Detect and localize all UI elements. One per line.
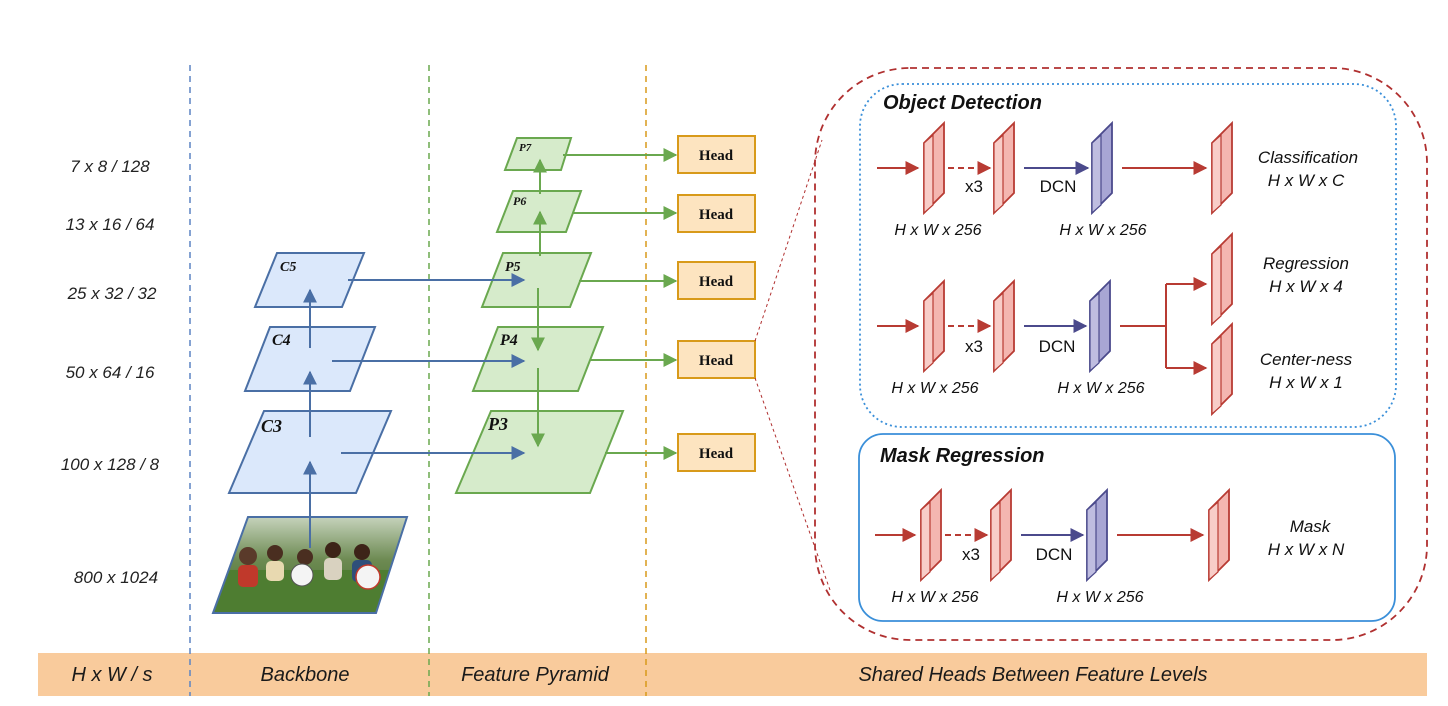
pyramid-label-p6: P6: [513, 194, 526, 208]
mask-branch: [875, 487, 1230, 583]
head-box-p7: [677, 135, 756, 174]
od-feat-dim-2b: H x W x 256: [1057, 380, 1144, 397]
head-label-p7: Head: [699, 148, 734, 164]
conv-block: [990, 487, 1012, 583]
od-feat-dim-1b: H x W x 256: [1059, 222, 1146, 239]
dcn-block: [1086, 487, 1108, 583]
scale-label-input: 800 x 1024: [74, 568, 158, 587]
backbone-level-c3: [227, 410, 393, 494]
mask-label: Mask: [1290, 517, 1332, 536]
output-block-mask: [1208, 487, 1230, 583]
pyramid-level-p4: [471, 326, 605, 392]
zoom-line-bottom: [754, 377, 831, 591]
mask-regression-title: Mask Regression: [880, 445, 1045, 467]
mr-dcn-label: DCN: [1036, 545, 1073, 564]
centerness-label: Center-ness: [1260, 350, 1353, 369]
od-repeat-label-1: x3: [965, 177, 983, 196]
head-label-p4: Head: [699, 353, 734, 369]
head-box-p6: [677, 194, 756, 233]
head-box-p4: [677, 340, 756, 379]
mask-dim: H x W x N: [1268, 540, 1345, 559]
zoom-line-top: [754, 139, 823, 342]
pyramid-label-p4: P4: [499, 332, 518, 349]
band-label-hws: H x W / s: [71, 664, 152, 686]
backbone-label-c4: C4: [272, 332, 291, 349]
conv-block: [920, 487, 942, 583]
od-reg-branch: [877, 231, 1233, 417]
output-block-classification: [1211, 120, 1233, 216]
shared-head-detail-container: [814, 67, 1428, 641]
mr-feat-dim-a: H x W x 256: [891, 589, 978, 606]
pyramid-level-p3: [454, 410, 625, 494]
head-label-p3: Head: [699, 446, 734, 462]
centerness-dim: H x W x 1: [1269, 373, 1343, 392]
dcn-block: [1089, 278, 1111, 374]
od-feat-dim-2a: H x W x 256: [891, 380, 978, 397]
classification-label: Classification: [1258, 148, 1358, 167]
backbone-level-c5: [253, 252, 366, 308]
object-detection-panel: [859, 83, 1397, 428]
pyramid-label-p5: P5: [505, 260, 521, 275]
backbone-label-c3: C3: [261, 416, 282, 436]
classification-dim: H x W x C: [1268, 171, 1345, 190]
dcn-block: [1091, 120, 1113, 216]
pyramid-level-p5: [480, 252, 593, 308]
regression-label: Regression: [1263, 254, 1349, 273]
conv-block: [923, 278, 945, 374]
scale-label-p4: 50 x 64 / 16: [66, 363, 155, 382]
object-detection-title: Object Detection: [883, 92, 1042, 114]
regression-dim: H x W x 4: [1269, 277, 1343, 296]
pyramid-level-p7: [503, 137, 573, 171]
head-box-p5: [677, 261, 756, 300]
head-label-p6: Head: [699, 207, 734, 223]
pyramid-label-p7: P7: [519, 142, 532, 154]
od-dcn-label-1: DCN: [1040, 177, 1077, 196]
head-box-p3: [677, 433, 756, 472]
od-dcn-label-2: DCN: [1039, 337, 1076, 356]
backbone-level-c4: [243, 326, 377, 392]
bottom-band: [38, 653, 1427, 696]
mr-repeat-label: x3: [962, 545, 980, 564]
output-block-centerness: [1211, 321, 1233, 417]
mr-feat-dim-b: H x W x 256: [1056, 589, 1143, 606]
output-block-regression: [1211, 231, 1233, 327]
od-cls-branch: [877, 120, 1233, 216]
scale-label-p6: 13 x 16 / 64: [66, 215, 155, 234]
scale-label-p3: 100 x 128 / 8: [61, 455, 160, 474]
od-repeat-label-2: x3: [965, 337, 983, 356]
head-label-p5: Head: [699, 274, 734, 290]
band-label-pyramid: Feature Pyramid: [461, 664, 610, 686]
pyramid-label-p3: P3: [487, 414, 508, 434]
band-label-heads: Shared Heads Between Feature Levels: [858, 664, 1207, 686]
scale-label-p7: 7 x 8 / 128: [70, 157, 150, 176]
conv-block: [993, 120, 1015, 216]
conv-block: [923, 120, 945, 216]
backbone-label-c5: C5: [280, 260, 296, 275]
conv-block: [993, 278, 1015, 374]
mask-regression-panel: [858, 433, 1396, 622]
band-label-backbone: Backbone: [261, 664, 350, 686]
scale-label-p5: 25 x 32 / 32: [67, 284, 157, 303]
od-feat-dim-1a: H x W x 256: [894, 222, 981, 239]
